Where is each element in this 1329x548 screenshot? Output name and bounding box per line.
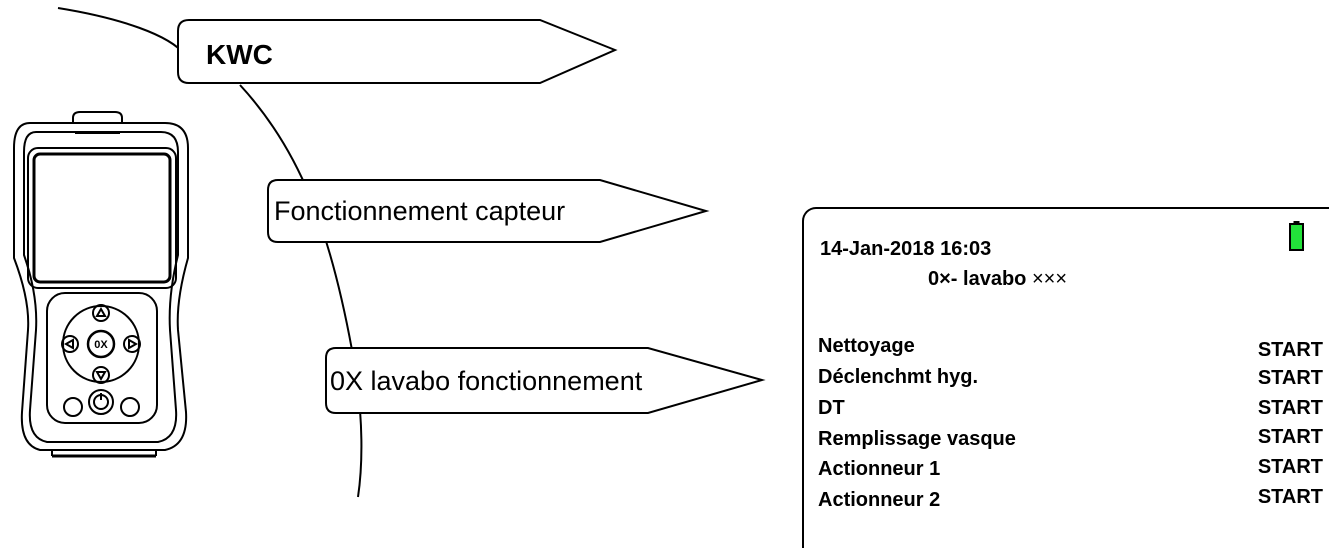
brand-flag [177,19,618,84]
screen-device-prefix: 0×- lavabo [928,268,1027,290]
menu-row-value-actionneur-2[interactable]: START [1257,486,1323,508]
menu-row-value-remplissage-vasque[interactable]: START [1257,426,1323,448]
device-screen: 14-Jan-2018 16:03 0×- lavabo ××× Nettoya… [802,207,1329,548]
menu-row-label-actionneur-1[interactable]: Actionneur 1 [818,458,941,480]
sensor-operation-flag-label: Fonctionnement capteur [274,196,565,226]
menu-row-value-nettoyage[interactable]: START [1257,339,1323,361]
sensor-operation-flag [267,179,710,243]
menu-row-value-actionneur-1[interactable]: START [1257,456,1323,478]
battery-full-icon [1289,221,1304,251]
menu-row-label-dt[interactable]: DT [818,397,845,419]
remote-control-icon [13,111,189,458]
screen-device-line: 0×- lavabo ××× [928,267,1067,291]
menu-row-label-declenchement-hygienique[interactable]: Déclenchmt hyg. [818,366,979,388]
menu-row-label-remplissage-vasque[interactable]: Remplissage vasque [818,428,1016,450]
basin-operation-flag-label: 0X lavabo fonctionnement [330,366,643,396]
screen-datetime: 14-Jan-2018 16:03 [820,238,992,260]
menu-row-label-actionneur-2[interactable]: Actionneur 2 [818,489,941,511]
ok-button-label: 0X [94,339,108,351]
menu-row-label-nettoyage[interactable]: Nettoyage [818,335,915,357]
screen-device-suffix: ××× [1031,268,1067,290]
basin-operation-flag [325,347,766,414]
brand-flag-label: KWC [206,39,273,70]
menu-row-value-declenchement-hygienique[interactable]: START [1257,367,1323,389]
menu-row-value-dt[interactable]: START [1257,397,1323,419]
